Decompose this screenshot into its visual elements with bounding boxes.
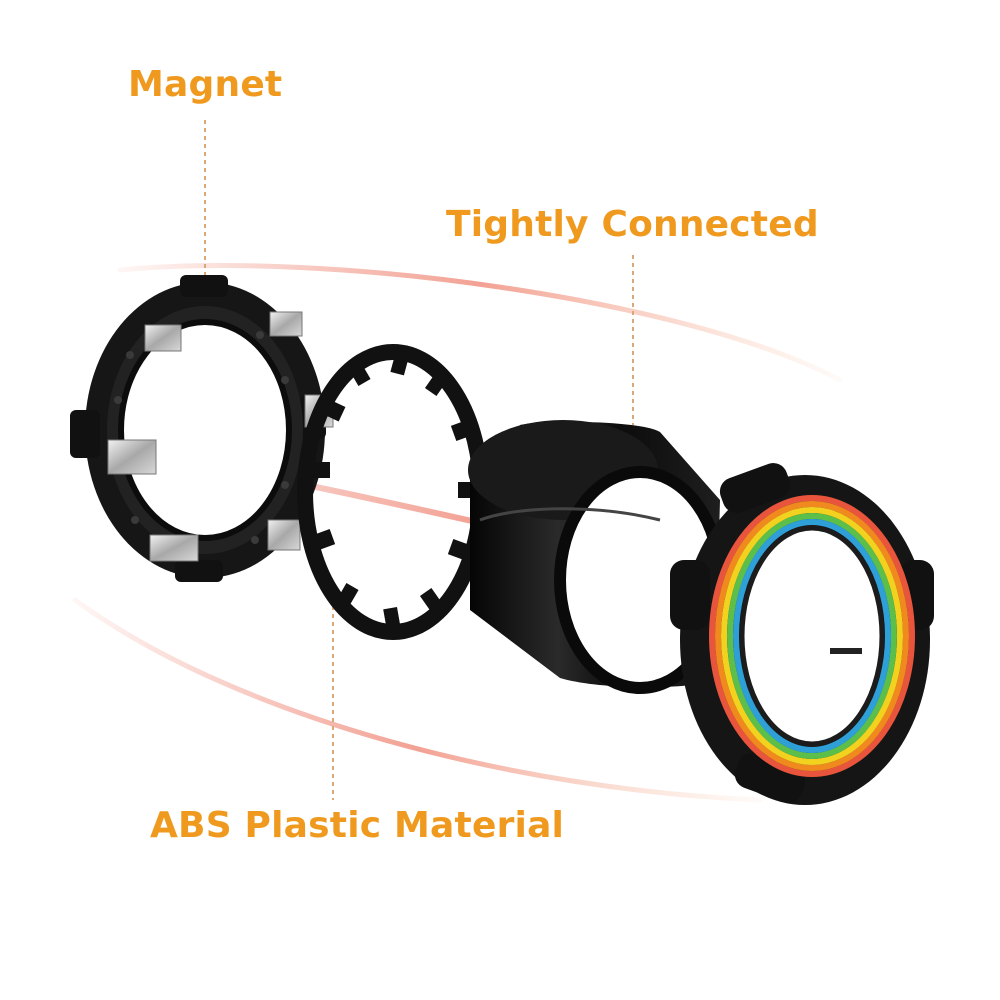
sleeve — [468, 420, 726, 694]
rainbow-nut — [670, 463, 934, 805]
leader-lines — [204, 120, 634, 800]
callout-abs-plastic: ABS Plastic Material — [150, 805, 565, 846]
callout-tightly-connected: Tightly Connected — [446, 204, 819, 245]
motion-streak-top — [117, 263, 843, 383]
motion-streak-bottom — [72, 597, 763, 803]
magnet-ring — [70, 275, 334, 582]
callout-magnet: Magnet — [128, 64, 283, 105]
